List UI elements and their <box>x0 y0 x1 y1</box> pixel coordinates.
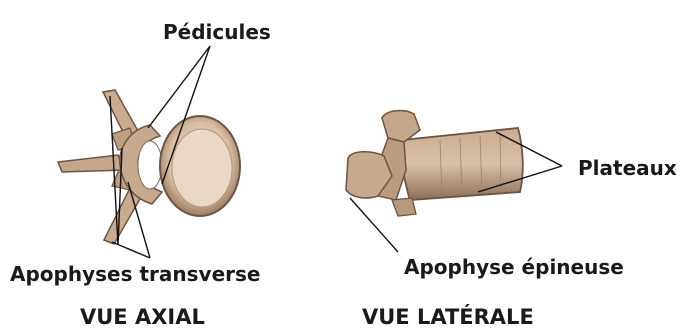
label-apophyse-epineuse: Apophyse épineuse <box>404 257 624 277</box>
label-pedicules: Pédicules <box>163 22 271 42</box>
axial-body-inner <box>172 129 232 207</box>
lateral-vertebra <box>346 111 523 216</box>
axial-vertebral-foramen <box>138 141 162 189</box>
label-plateaux: Plateaux <box>578 158 677 178</box>
axial-vertebra <box>58 90 240 244</box>
label-apophyses-transverse: Apophyses transverse <box>10 264 260 284</box>
leader-epineuse <box>350 198 398 252</box>
caption-vue-laterale: VUE LATÉRALE <box>362 307 534 328</box>
axial-spinous-process <box>58 155 125 172</box>
leader-transverse-4 <box>112 242 150 258</box>
caption-vue-axial: VUE AXIAL <box>80 307 205 328</box>
lateral-inferior-articular-process <box>392 198 416 216</box>
